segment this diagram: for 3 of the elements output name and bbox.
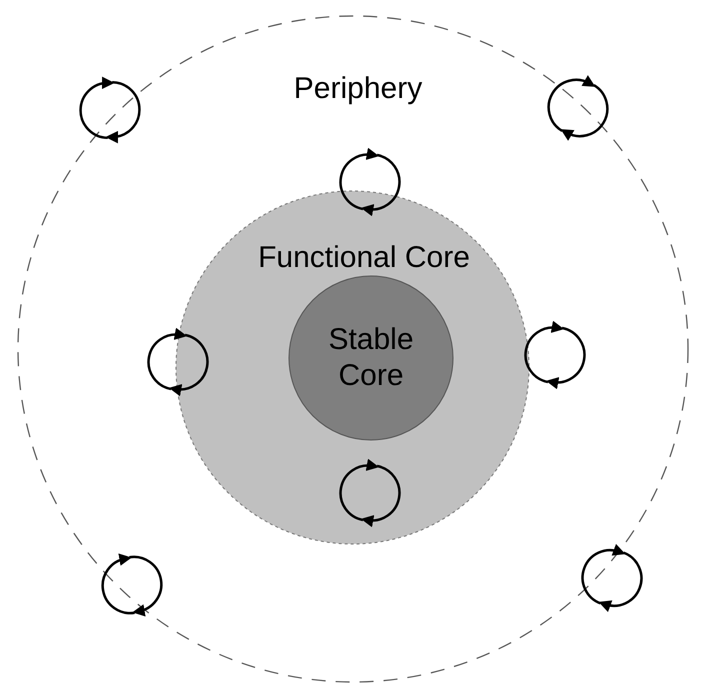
region-label: Functional Core: [257, 240, 471, 276]
core-label: Stable Core: [327, 322, 415, 394]
region-label: Periphery: [292, 71, 424, 107]
